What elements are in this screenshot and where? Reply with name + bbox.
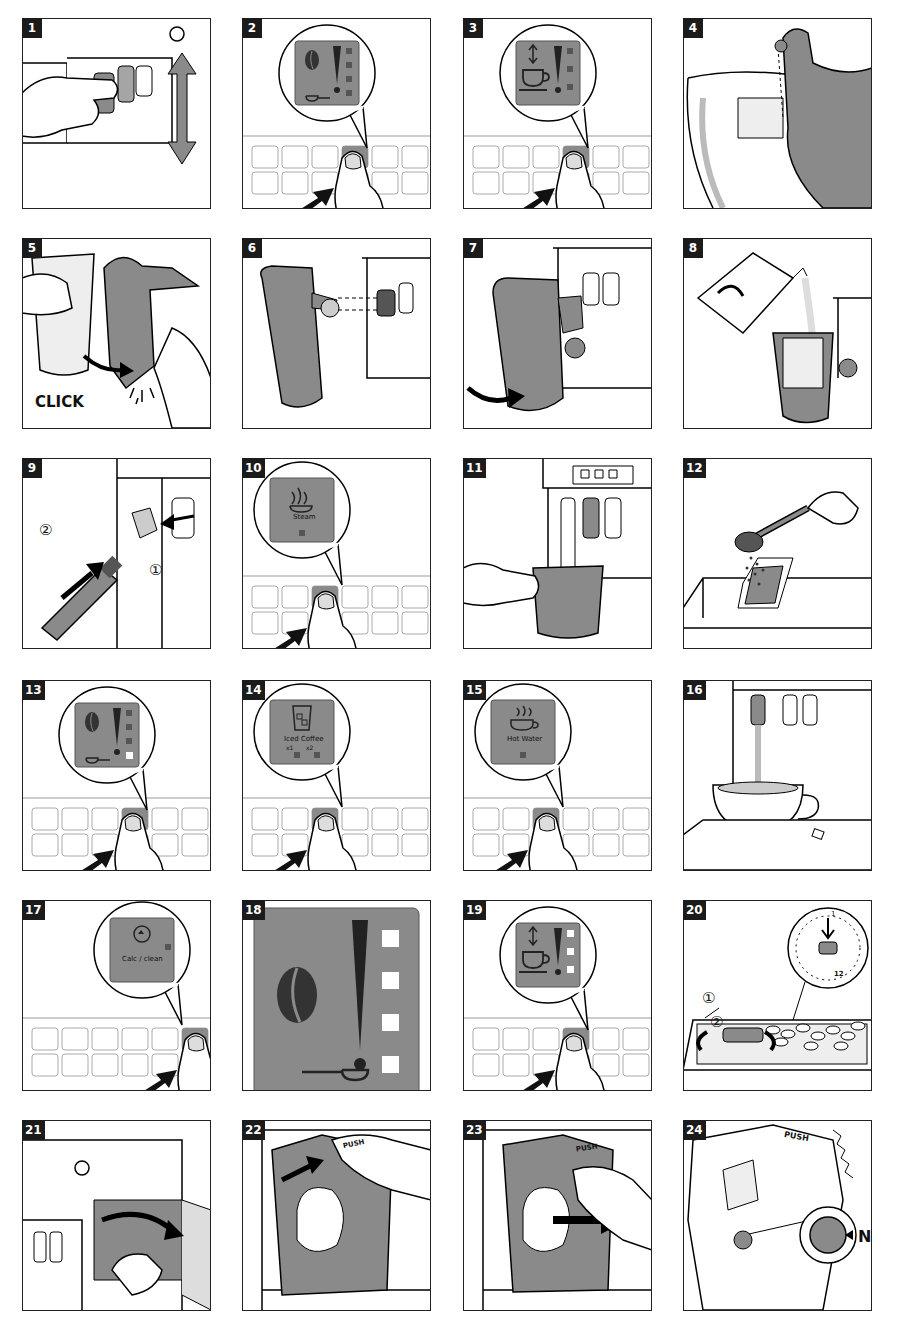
step-number: 14 <box>242 680 265 700</box>
milk-carafe-lid <box>687 29 872 208</box>
button-label: x1 <box>286 745 293 751</box>
hot-water-button <box>463 684 652 870</box>
position-mark: N <box>858 1229 871 1245</box>
button-label: Steam <box>293 514 316 521</box>
iced-coffee-button <box>242 684 431 870</box>
steam-milk <box>463 458 652 638</box>
step-number: 18 <box>242 900 265 920</box>
button-label: x2 <box>306 745 313 751</box>
step-number: 5 <box>22 238 42 258</box>
step-number: 1 <box>22 18 42 38</box>
button-label: Iced Coffee <box>284 736 324 743</box>
pour-milk <box>698 253 872 423</box>
step-marker: ② <box>710 1015 723 1030</box>
step-panel: 17Calc / clean <box>22 900 211 1091</box>
step-number: 6 <box>242 238 262 258</box>
dial-number: 1 <box>831 911 835 918</box>
steam-button <box>242 462 431 648</box>
calc-clean-button <box>22 902 211 1090</box>
sound-text: CLICK <box>35 395 84 410</box>
push-label: PUSH <box>783 1131 809 1143</box>
button-label: Hot Water <box>507 736 542 743</box>
step-panel: 4 <box>683 18 872 209</box>
step-panel: 21 <box>22 1120 211 1311</box>
step-panel: 23PUSH <box>463 1120 652 1311</box>
step-number: 15 <box>463 680 486 700</box>
attach-carafe <box>261 258 431 407</box>
button-label: Calc / clean <box>122 956 163 963</box>
step-number: 17 <box>22 900 45 920</box>
step-panel: 12 <box>683 458 872 649</box>
dispense-water <box>683 680 872 870</box>
remove-brew-group <box>463 1130 652 1310</box>
spout-adjust <box>22 27 196 164</box>
strength-button <box>242 25 431 208</box>
ground-coffee <box>683 492 872 628</box>
steam-wand-assembly <box>42 458 211 648</box>
grinder-setting <box>683 908 872 1070</box>
ground-coffee-button <box>22 687 211 870</box>
step-panel: 20 ① ② 1 12 <box>683 900 872 1091</box>
step-panel: 7 <box>463 238 652 429</box>
step-panel: 19 <box>463 900 652 1091</box>
open-service-door <box>22 1140 211 1310</box>
step-number: 11 <box>463 458 486 478</box>
step-panel: 2 <box>242 18 431 209</box>
step-number: 19 <box>463 900 486 920</box>
quantity-button <box>463 25 652 208</box>
brew-group-position <box>688 1125 856 1310</box>
step-number: 22 <box>242 1120 265 1140</box>
step-panel: 9 ① ② <box>22 458 211 649</box>
step-number: 21 <box>22 1120 45 1140</box>
step-number: 20 <box>683 900 706 920</box>
ground-coffee-indicator <box>254 908 419 1090</box>
step-panel: 22PUSH <box>242 1120 431 1311</box>
push-brew-group <box>242 1130 431 1310</box>
assemble-carafe <box>22 254 211 428</box>
push-label: PUSH <box>343 1139 366 1150</box>
step-panel: 6 <box>242 238 431 429</box>
step-number: 9 <box>22 458 42 478</box>
carafe-in-place <box>468 248 652 411</box>
step-number: 4 <box>683 18 703 38</box>
step-marker: ① <box>702 991 715 1006</box>
step-number: 12 <box>683 458 706 478</box>
step-panel: 15Hot Water <box>463 680 652 871</box>
step-number: 8 <box>683 238 703 258</box>
step-panel: 8 <box>683 238 872 429</box>
quantity-indicator <box>463 907 652 1090</box>
step-panel: 13 <box>22 680 211 871</box>
step-marker: ② <box>39 523 52 538</box>
step-number: 2 <box>242 18 262 38</box>
step-panel: 1 <box>22 18 211 209</box>
step-number: 16 <box>683 680 706 700</box>
step-panel: 24PUSH N <box>683 1120 872 1311</box>
step-marker: ① <box>149 563 162 578</box>
step-panel: 5CLICK <box>22 238 211 429</box>
step-panel: 11 <box>463 458 652 649</box>
step-panel: 3 <box>463 18 652 209</box>
step-panel: 10Steam <box>242 458 431 649</box>
step-number: 13 <box>22 680 45 700</box>
step-number: 10 <box>242 458 265 478</box>
step-number: 7 <box>463 238 483 258</box>
push-label: PUSH <box>576 1144 598 1154</box>
dial-number: 12 <box>834 971 844 978</box>
step-panel: 18 <box>242 900 431 1091</box>
step-panel: 16 <box>683 680 872 871</box>
step-number: 23 <box>463 1120 486 1140</box>
step-number: 3 <box>463 18 483 38</box>
step-panel: 14Iced Coffee x1 x2 <box>242 680 431 871</box>
step-number: 24 <box>683 1120 706 1140</box>
